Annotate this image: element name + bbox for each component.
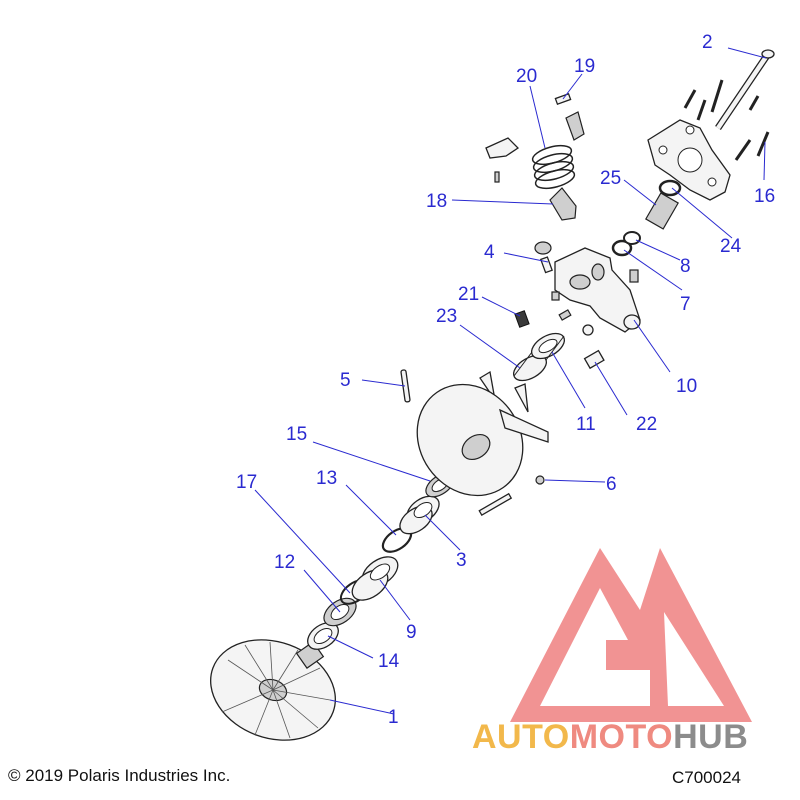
copyright-text: © 2019 Polaris Industries Inc. <box>8 766 231 785</box>
callout-labels: 1 2 3 4 5 6 7 8 9 10 11 12 13 14 15 16 1… <box>236 32 775 728</box>
weight-18-part <box>549 187 577 221</box>
bushing-23-part <box>512 332 566 382</box>
callout-12: 12 <box>274 552 295 573</box>
cover-plate-part <box>647 119 731 201</box>
spring-20-part <box>531 144 576 190</box>
callout-18: 18 <box>426 191 447 212</box>
callout-21: 21 <box>458 284 479 305</box>
callout-20: 20 <box>516 66 537 87</box>
callout-15: 15 <box>286 424 307 445</box>
pin-19-part <box>554 92 585 141</box>
roller-22-part <box>583 349 605 370</box>
moveable-sheave-part <box>416 370 549 516</box>
washer-8-part <box>623 231 641 245</box>
bushing-9-part <box>351 556 399 601</box>
callout-5: 5 <box>340 370 351 391</box>
callout-10: 10 <box>676 376 697 397</box>
callout-7: 7 <box>680 294 691 315</box>
callout-17: 17 <box>236 472 257 493</box>
watermark-logo <box>510 548 752 722</box>
callout-19: 19 <box>574 56 595 77</box>
ring-14-part <box>307 622 339 650</box>
diagram-code: C700024 <box>672 768 742 787</box>
leader-lines <box>254 47 767 715</box>
callout-8: 8 <box>680 256 691 277</box>
watermark-auto: AUTO <box>472 718 570 756</box>
bushing-25-part <box>645 192 679 230</box>
callout-23: 23 <box>436 306 457 327</box>
watermark-wordmark: AUTOMOTOHUB <box>472 718 748 757</box>
callout-14: 14 <box>378 651 400 672</box>
bolts-small-part <box>683 79 770 161</box>
callout-16: 16 <box>754 186 775 207</box>
watermark-moto: MOTO <box>569 718 674 756</box>
callout-24: 24 <box>720 236 742 257</box>
callout-11: 11 <box>576 414 596 435</box>
bushing-3-part <box>399 495 440 535</box>
callout-4: 4 <box>484 242 495 263</box>
seal-24-part <box>658 179 682 197</box>
weight-arm-part <box>485 137 520 183</box>
callout-25: 25 <box>600 168 621 189</box>
callout-9: 9 <box>406 622 417 643</box>
callout-22: 22 <box>636 414 657 435</box>
bolt-2-part <box>715 49 775 130</box>
watermark-hub: HUB <box>673 718 749 756</box>
callout-1: 1 <box>388 707 399 728</box>
callout-6: 6 <box>606 474 617 495</box>
nut-6-part <box>535 475 545 485</box>
pin-5-part <box>400 369 411 403</box>
callout-2: 2 <box>702 32 713 53</box>
spider-part <box>534 241 641 336</box>
roller-21-part <box>514 310 530 328</box>
callout-13: 13 <box>316 468 337 489</box>
callout-3: 3 <box>456 550 467 571</box>
